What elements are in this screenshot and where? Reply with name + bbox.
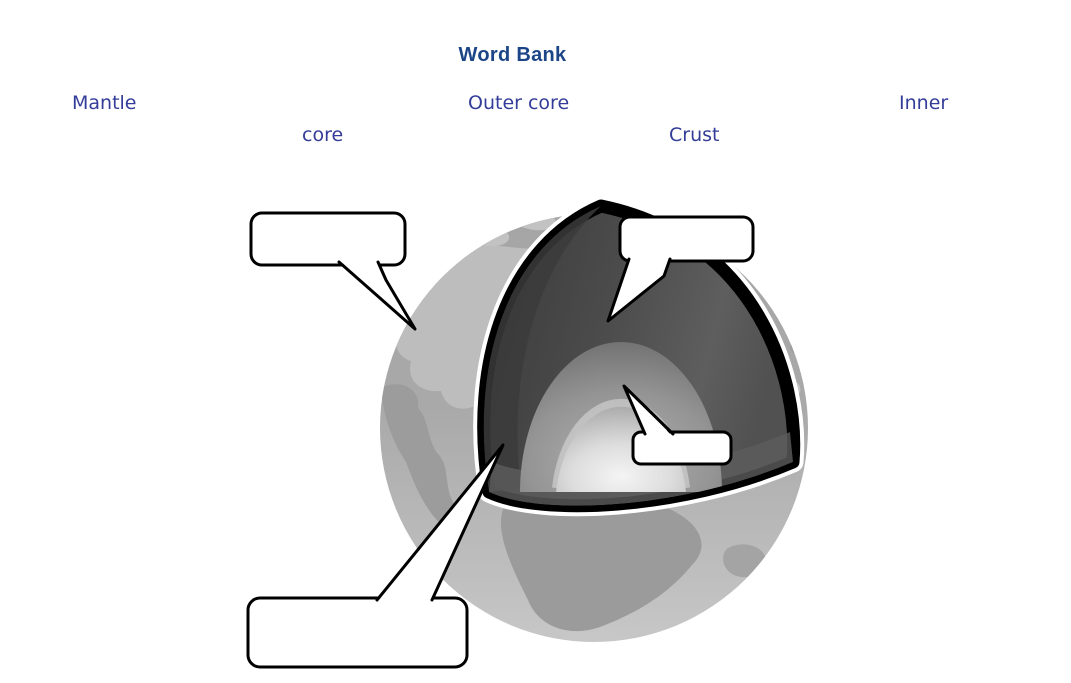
callout-top-right-tail — [606, 257, 672, 323]
callout-top-right — [606, 215, 755, 323]
answer-box-bottom-left[interactable] — [246, 596, 469, 669]
callout-top-left — [249, 211, 417, 331]
answer-box-top-right[interactable] — [618, 215, 755, 263]
word-bank-token-core[interactable]: core — [302, 124, 344, 146]
callout-middle-right — [622, 384, 733, 466]
word-bank-token-inner[interactable]: Inner — [899, 92, 949, 114]
mantle-left-wall — [483, 206, 601, 492]
word-bank-token-crust[interactable]: Crust — [669, 124, 720, 146]
callout-middle-right-tail — [622, 384, 675, 436]
answer-box-top-left[interactable] — [249, 211, 407, 267]
word-bank-title: Word Bank — [458, 44, 567, 66]
word-bank-token-mantle[interactable]: Mantle — [72, 92, 137, 114]
answer-box-middle-right[interactable] — [631, 430, 733, 466]
callout-top-left-tail — [337, 260, 417, 331]
word-bank-token-outer-core[interactable]: Outer core — [468, 92, 570, 114]
callout-bottom-left-tail — [375, 443, 505, 602]
callout-bottom-left — [246, 443, 505, 669]
